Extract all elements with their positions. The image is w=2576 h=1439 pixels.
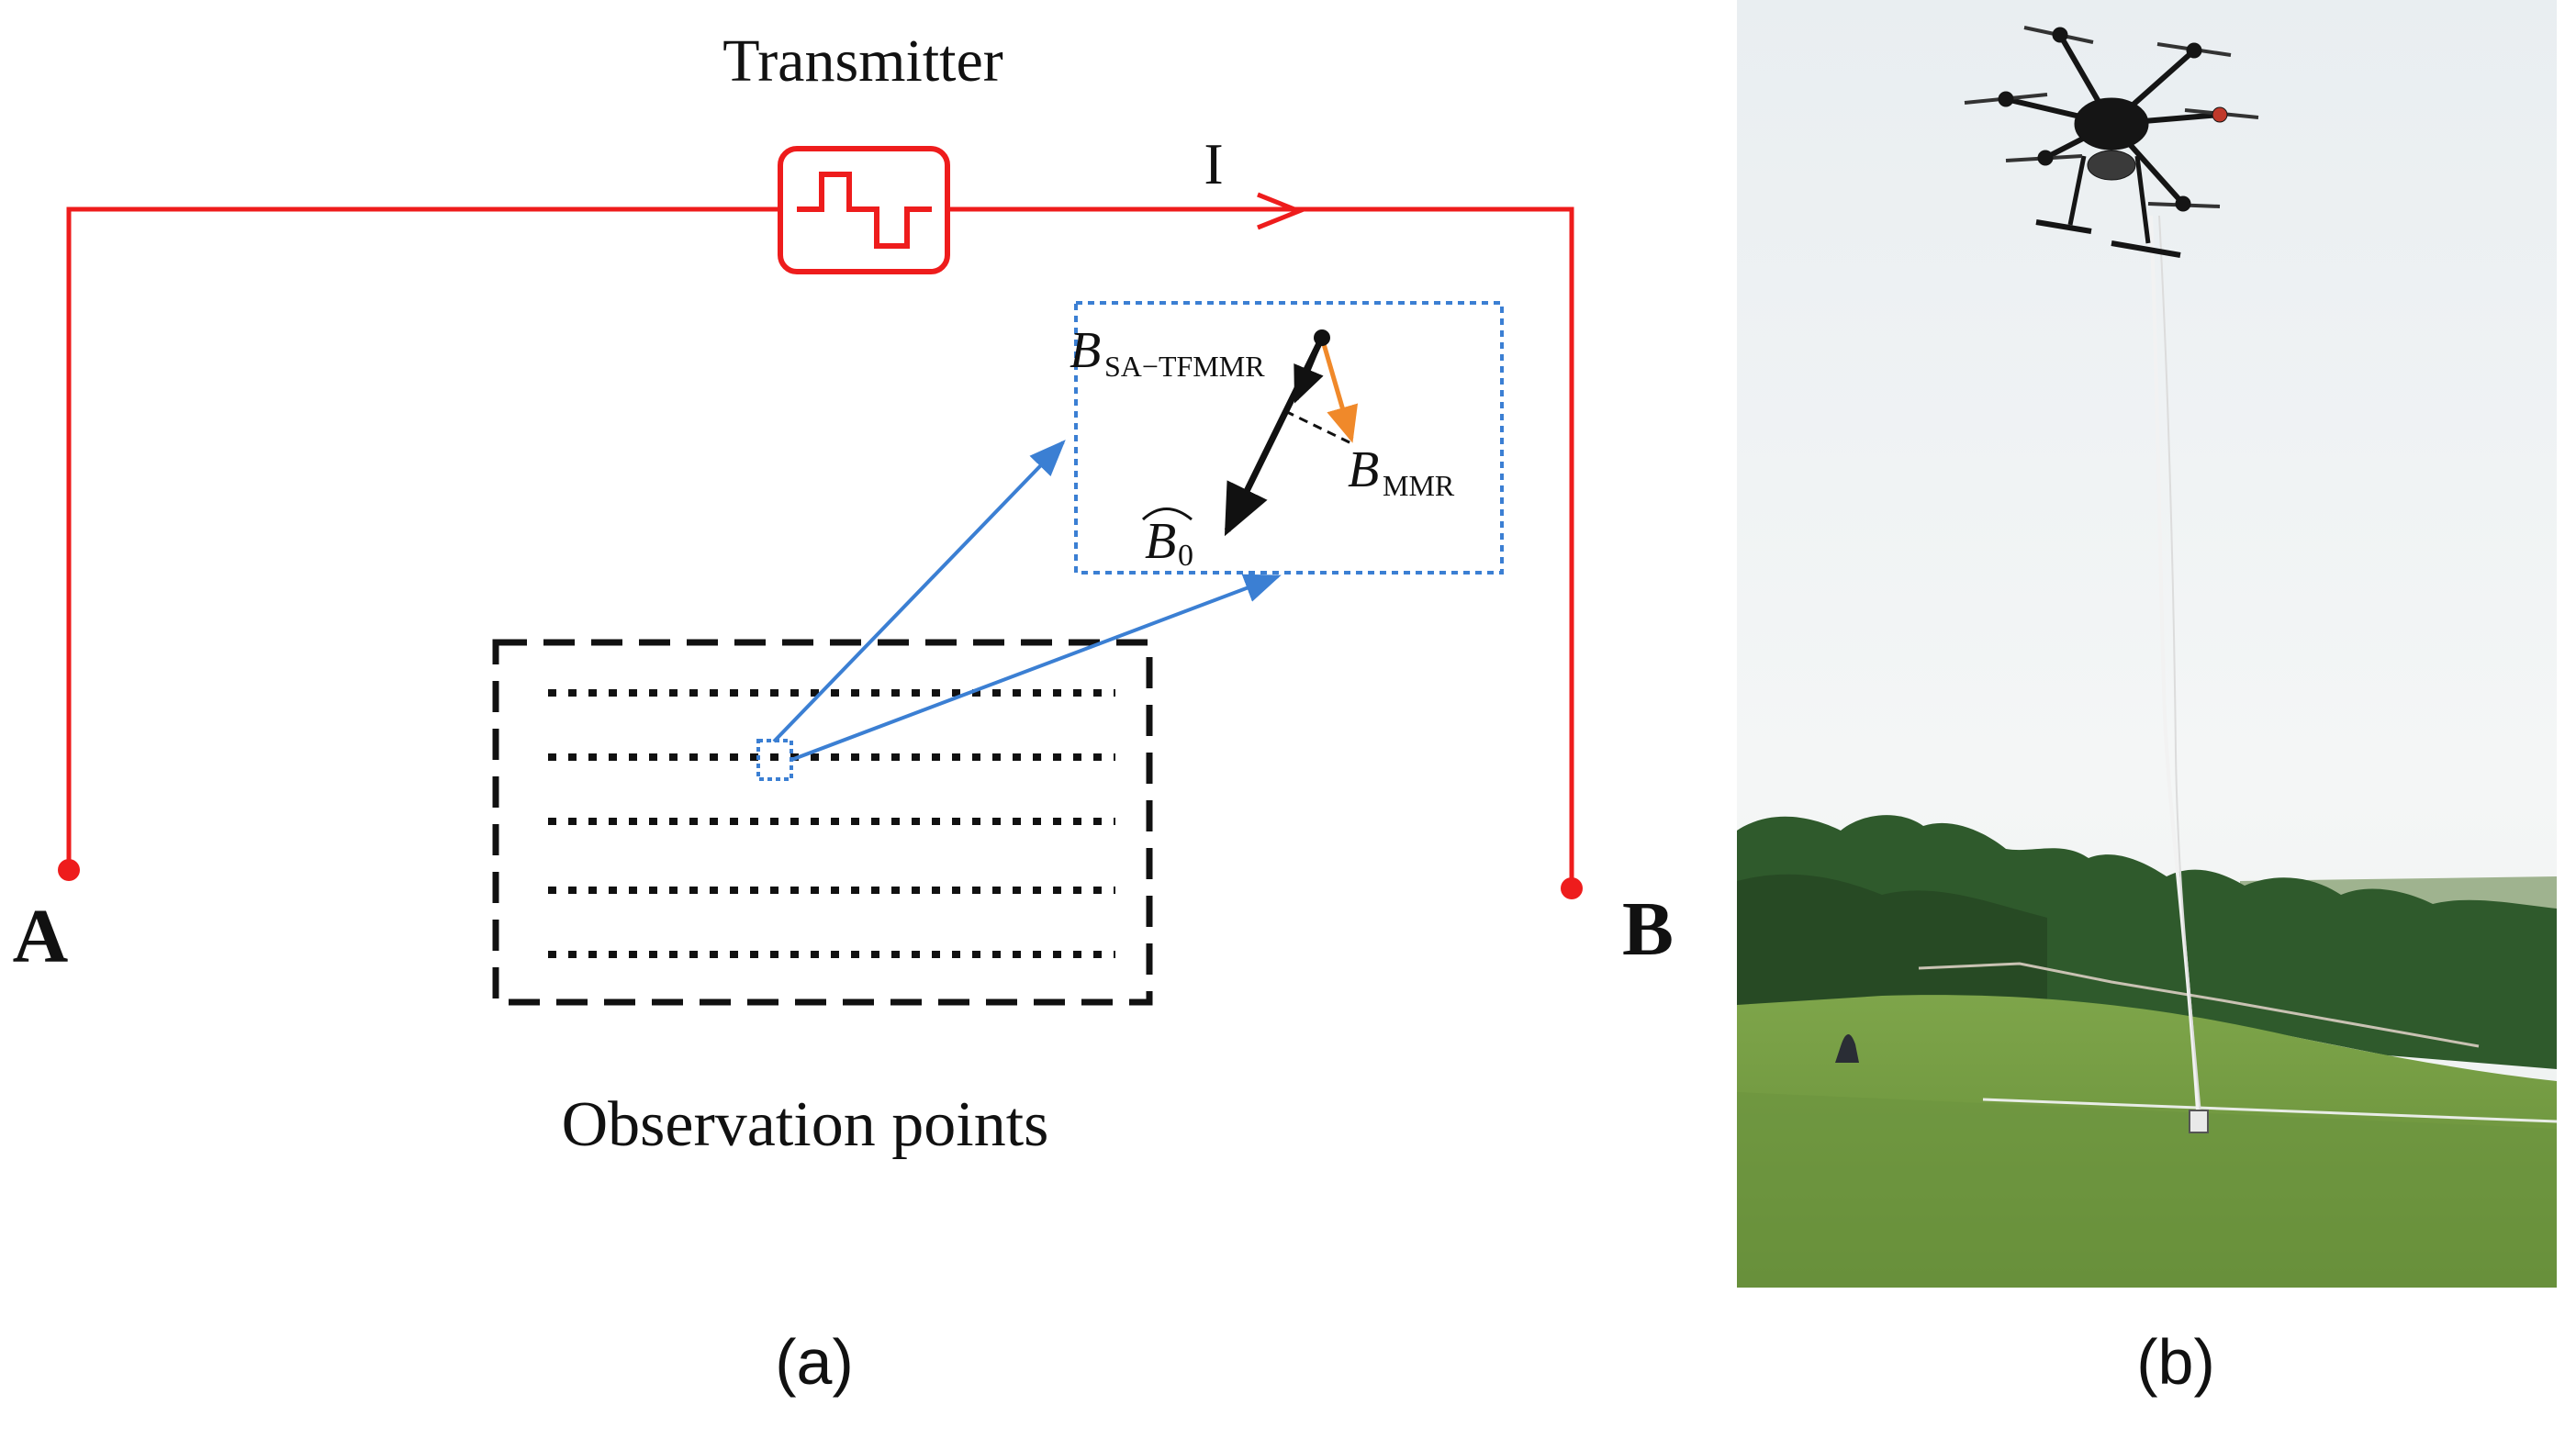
transmitter-label: Transmitter [722, 28, 1003, 95]
b-sa-tfmmr-label: B SA−TFMMR [1070, 322, 1265, 383]
tree-line [1737, 815, 2557, 1069]
observation-points-label: Observation points [562, 1089, 1049, 1160]
inset-pointer-arrow-1 [772, 440, 1066, 743]
sensor-unit [2189, 1110, 2209, 1133]
person-silhouette [1835, 1033, 1859, 1063]
current-label: I [1204, 131, 1223, 196]
electrode-a-label: A [13, 894, 69, 979]
electrode-b-point [1561, 877, 1583, 899]
transmitter-icon [778, 146, 950, 274]
b-sa-tfmmr-vector-arrow [1294, 337, 1325, 404]
hexacopter-drone [1964, 26, 2259, 258]
vector-inset-box [1074, 301, 1504, 574]
hat-accent [1141, 508, 1193, 521]
b0-hat-label: B 0 [1141, 508, 1193, 573]
wire-left [66, 206, 780, 867]
panel-b-caption: (b) [2136, 1326, 2215, 1398]
fence [1918, 962, 2480, 1048]
vector-diagram [1224, 329, 1359, 537]
b-mmr-vector-arrow [1319, 337, 1359, 443]
current-direction-arrow [1257, 192, 1305, 230]
b-mmr-label: B MMR [1348, 441, 1455, 502]
observation-grid [492, 639, 1153, 1006]
inset-pointer-arrow-2 [790, 574, 1282, 762]
projection-dashed-line [1284, 409, 1356, 447]
electrode-a-point [58, 859, 80, 881]
wire-right [947, 206, 1574, 886]
transmitter-circuit [66, 206, 1574, 886]
panel-a-caption: (a) [775, 1326, 854, 1398]
survey-area-outline [492, 639, 1153, 1006]
vector-origin-dot [1314, 329, 1330, 346]
svg-text:B 0: B 0 [1145, 513, 1193, 573]
panel-a: Transmitter I A B B SA−TFMMR B [13, 28, 1674, 1398]
panel-b: (b) [1737, 0, 2558, 1398]
electrode-b-label: B [1622, 887, 1674, 972]
drone-field-photo [1737, 0, 2558, 1288]
tether-cable [2149, 215, 2201, 1125]
